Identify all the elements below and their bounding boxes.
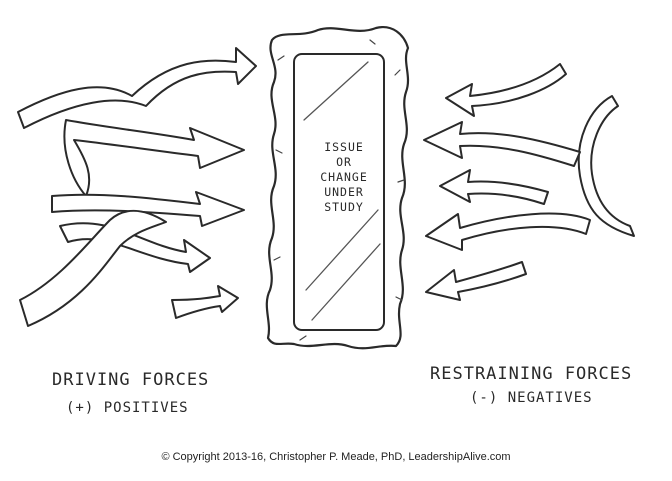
left-arrow-icon: [425, 261, 527, 301]
mirror-frame-icon: [265, 26, 410, 350]
left-arrow-icon: [577, 95, 635, 237]
right-arrow-icon: [51, 191, 245, 227]
driving-forces-title: DRIVING FORCES: [52, 370, 210, 390]
left-arrow-icon: [439, 169, 549, 205]
driving-forces-subtitle: (+) POSITIVES: [66, 400, 189, 416]
right-arrow-icon: [17, 47, 257, 129]
restraining-forces-title: RESTRAINING FORCES: [430, 364, 633, 384]
driving-arrows: [17, 47, 257, 327]
right-arrow-icon: [63, 119, 245, 197]
issue-line: UNDER: [324, 185, 364, 199]
issue-line: CHANGE: [320, 170, 368, 184]
issue-line: ISSUE: [324, 140, 364, 154]
left-arrow-icon: [445, 63, 567, 117]
right-arrow-icon: [171, 285, 239, 319]
issue-label: ISSUE OR CHANGE UNDER STUDY: [298, 140, 390, 215]
left-arrow-icon: [425, 212, 591, 251]
issue-line: STUDY: [324, 200, 364, 214]
left-arrow-icon: [423, 121, 581, 167]
restraining-forces-subtitle: (-) NEGATIVES: [470, 390, 593, 406]
copyright-text: © Copyright 2013-16, Christopher P. Mead…: [161, 451, 511, 463]
right-arrow-icon: [19, 209, 167, 327]
restraining-arrows: [423, 63, 635, 301]
issue-line: OR: [336, 155, 352, 169]
